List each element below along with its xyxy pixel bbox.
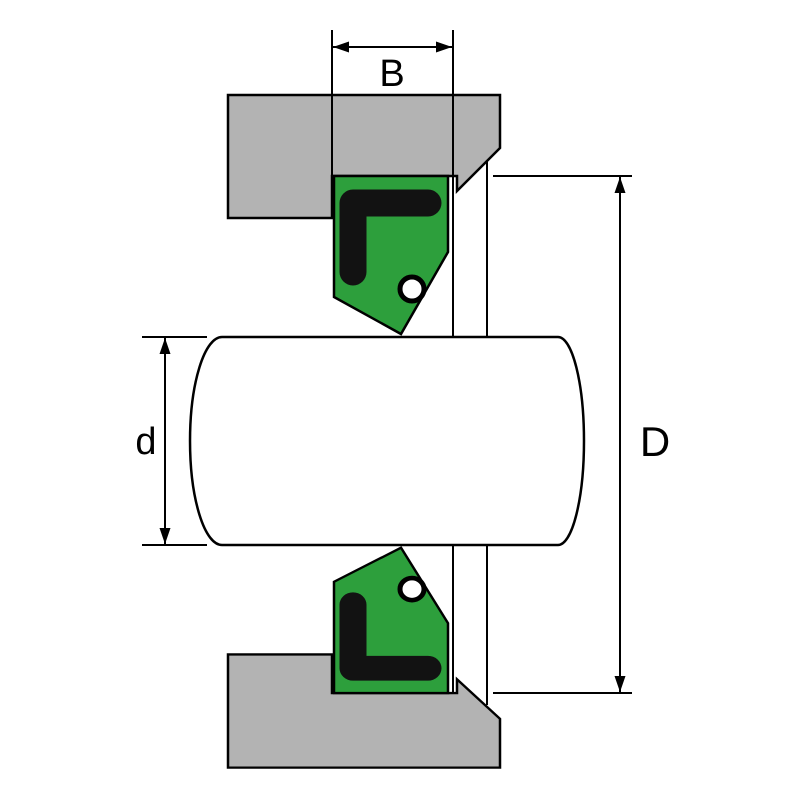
dim-d-arrowhead-bottom	[159, 528, 171, 544]
dim-b-label: B	[379, 53, 404, 95]
seal-metal-insert	[339, 189, 442, 286]
dim-b-arrowhead-left	[333, 41, 349, 53]
garter-spring	[397, 274, 427, 304]
dimension-D: D	[493, 175, 670, 694]
dim-b-arrowhead-right	[436, 41, 452, 53]
dim-d-arrowhead-top	[159, 338, 171, 354]
housing-upper	[226, 93, 502, 220]
dimension-b: B	[331, 30, 452, 176]
seal-upper	[332, 174, 450, 336]
shaft	[188, 335, 586, 547]
dimension-d: d	[135, 336, 207, 546]
dim-D-arrowhead-top	[614, 177, 626, 193]
dim-D-label: D	[640, 418, 670, 465]
dim-d-label: d	[135, 421, 156, 463]
dim-D-arrowhead-bottom	[614, 676, 626, 692]
